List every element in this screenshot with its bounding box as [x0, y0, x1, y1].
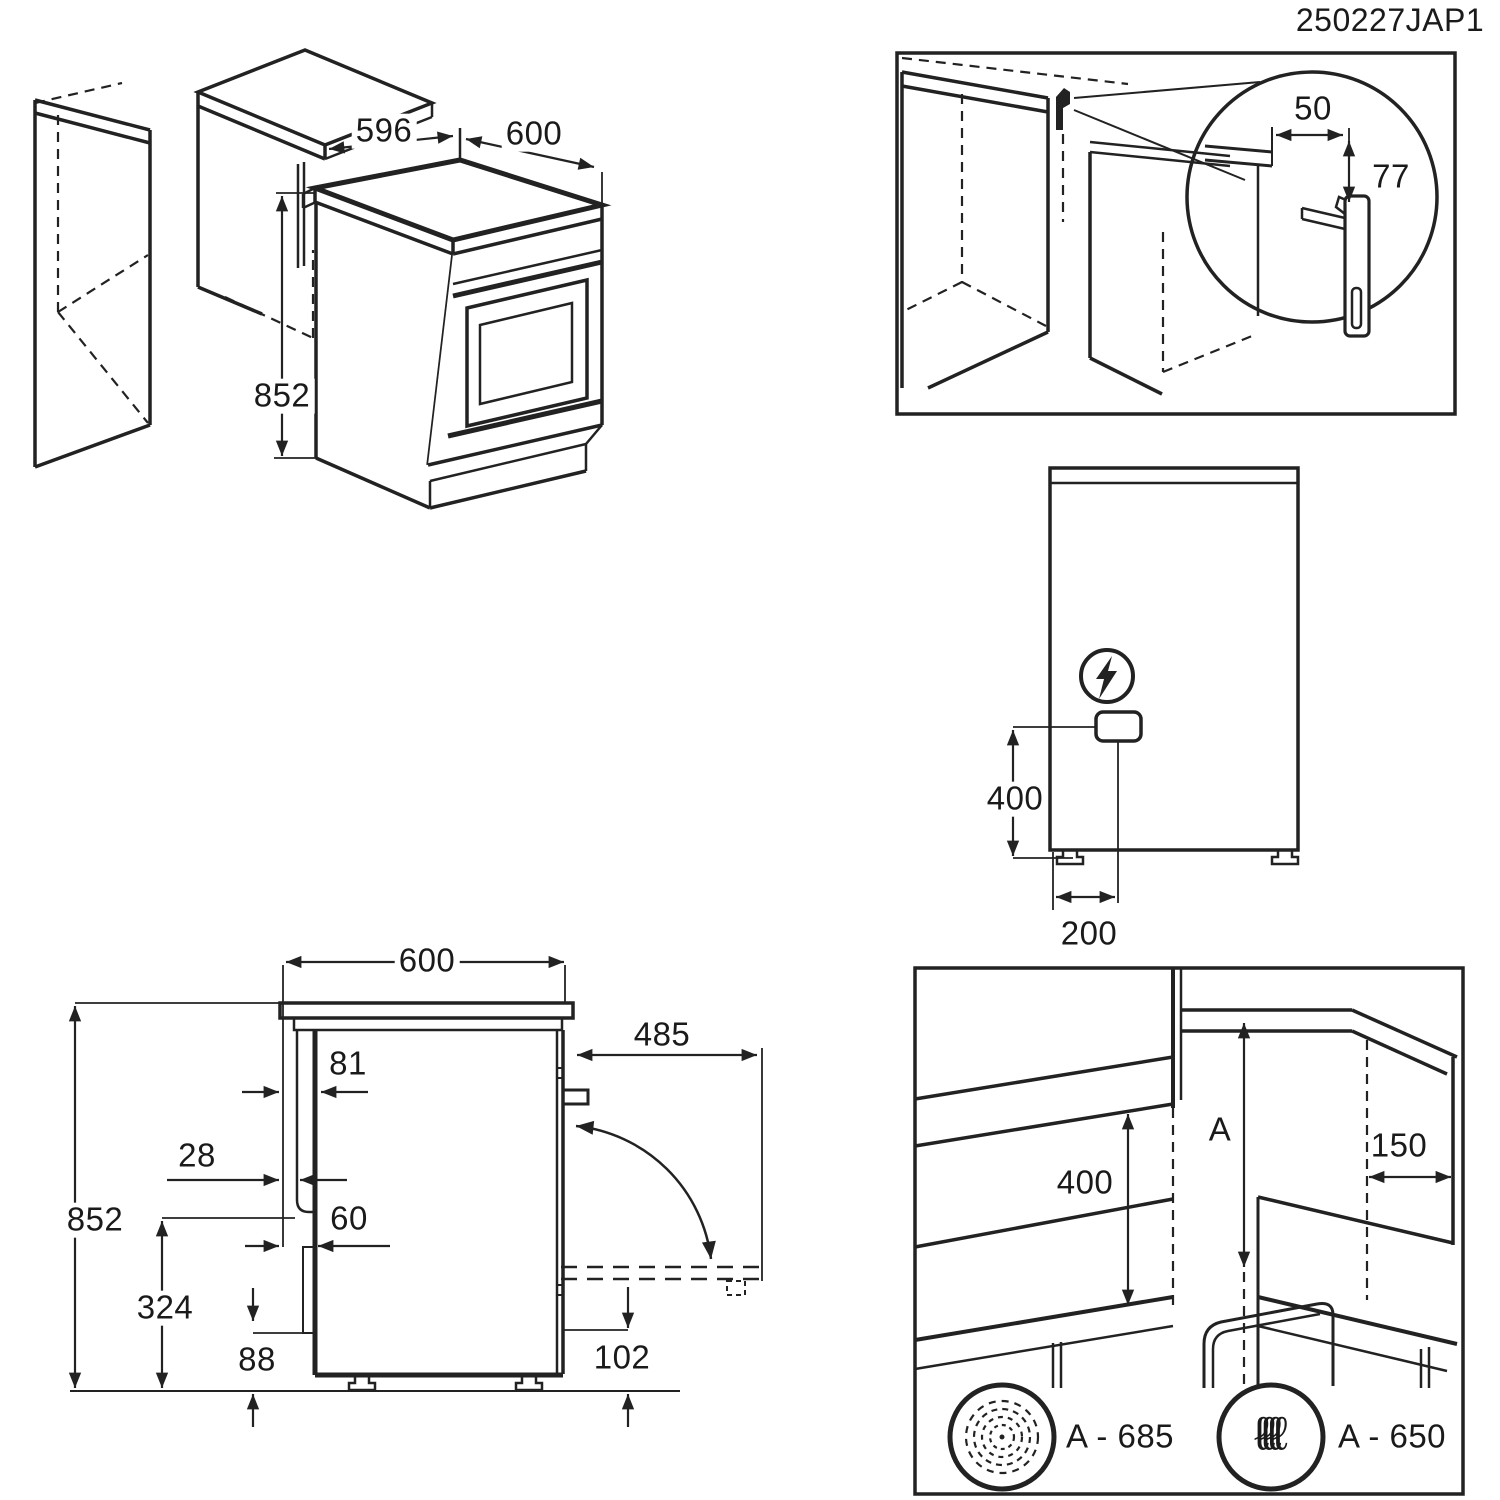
detail-zoom-circle	[1185, 70, 1439, 324]
stool-frame	[1202, 1302, 1335, 1388]
oven-door-window	[478, 301, 574, 406]
dim-shelf-clearance: 400	[1056, 1163, 1114, 1201]
bracket-slot	[1350, 286, 1363, 330]
document-code: 250227JAP1	[1295, 2, 1485, 39]
dim-front-bottom-gap: 102	[593, 1338, 651, 1376]
induction-hob-label: A - 650	[1337, 1417, 1447, 1455]
dim-bracket-offset: 50	[1294, 89, 1332, 127]
induction-hob-icon	[1216, 1382, 1326, 1492]
dim-rear-bottom-gap: 88	[238, 1340, 276, 1378]
panel-clearance-view	[913, 966, 1465, 1496]
detail-middle-cabinet	[1088, 140, 1253, 396]
terminal-box	[1094, 710, 1143, 743]
electrical-symbol	[1079, 648, 1135, 704]
detail-frame	[895, 51, 1457, 416]
open-door-handle	[726, 1280, 746, 1296]
right-foot	[1270, 850, 1300, 866]
left-cabinet	[33, 81, 152, 469]
cooker-isometric	[301, 128, 612, 510]
anti-tilt-bracket-plate	[1343, 194, 1371, 338]
dim-door-open-depth: 485	[633, 1015, 691, 1053]
dimensions-side	[68, 955, 763, 1427]
lightning-icon	[1096, 656, 1117, 699]
dim-niche-width: 596	[351, 113, 417, 149]
dim-side-height: 852	[62, 1202, 128, 1238]
rear-lower-panel	[302, 1246, 316, 1334]
dim-side-clearance: 150	[1370, 1126, 1428, 1164]
rear-spacer	[295, 1030, 315, 1214]
panel-rear-view	[1006, 466, 1300, 910]
induction-coil-glyph: ℓℓℓℓ	[1254, 1406, 1288, 1460]
dim-hood-clearance: A	[1208, 1110, 1232, 1148]
dim-connection-height: 400	[982, 781, 1048, 817]
detail-left-cabinet	[900, 56, 1129, 390]
dim-rear-clearance-top: 81	[329, 1044, 367, 1082]
panel-side-view	[68, 955, 763, 1427]
door-handle	[561, 1088, 590, 1106]
dim-bracket-height: 77	[1372, 157, 1410, 195]
dim-side-depth: 600	[394, 943, 460, 979]
dim-cooker-depth: 600	[501, 116, 567, 152]
dim-cooker-height: 852	[249, 378, 315, 414]
anti-tilt-bracket-icon	[1056, 88, 1070, 130]
panel-anti-tilt-detail	[895, 51, 1457, 416]
worktop	[278, 1001, 575, 1020]
left-foot	[1055, 850, 1085, 866]
table-leg-right	[1419, 1347, 1431, 1388]
dim-rear-spacer: 28	[178, 1136, 216, 1174]
dim-rear-clearance-bottom: 60	[330, 1199, 368, 1237]
dim-lower-section-height: 324	[132, 1290, 198, 1326]
dim-connection-offset: 200	[1060, 914, 1118, 952]
bracket-detail-content	[1204, 127, 1371, 338]
radiant-hob-label: A - 685	[1065, 1417, 1175, 1455]
door-swing-arc	[575, 1120, 716, 1260]
table-leg-left	[1051, 1342, 1063, 1388]
panel-installation-iso	[33, 48, 612, 510]
front-foot	[347, 1377, 377, 1392]
rear-foot	[514, 1377, 544, 1392]
cooker-rear-outline	[1048, 466, 1300, 852]
radiant-hob-icon	[947, 1382, 1057, 1492]
clearance-frame	[913, 966, 1465, 1496]
oven-door	[465, 277, 589, 429]
